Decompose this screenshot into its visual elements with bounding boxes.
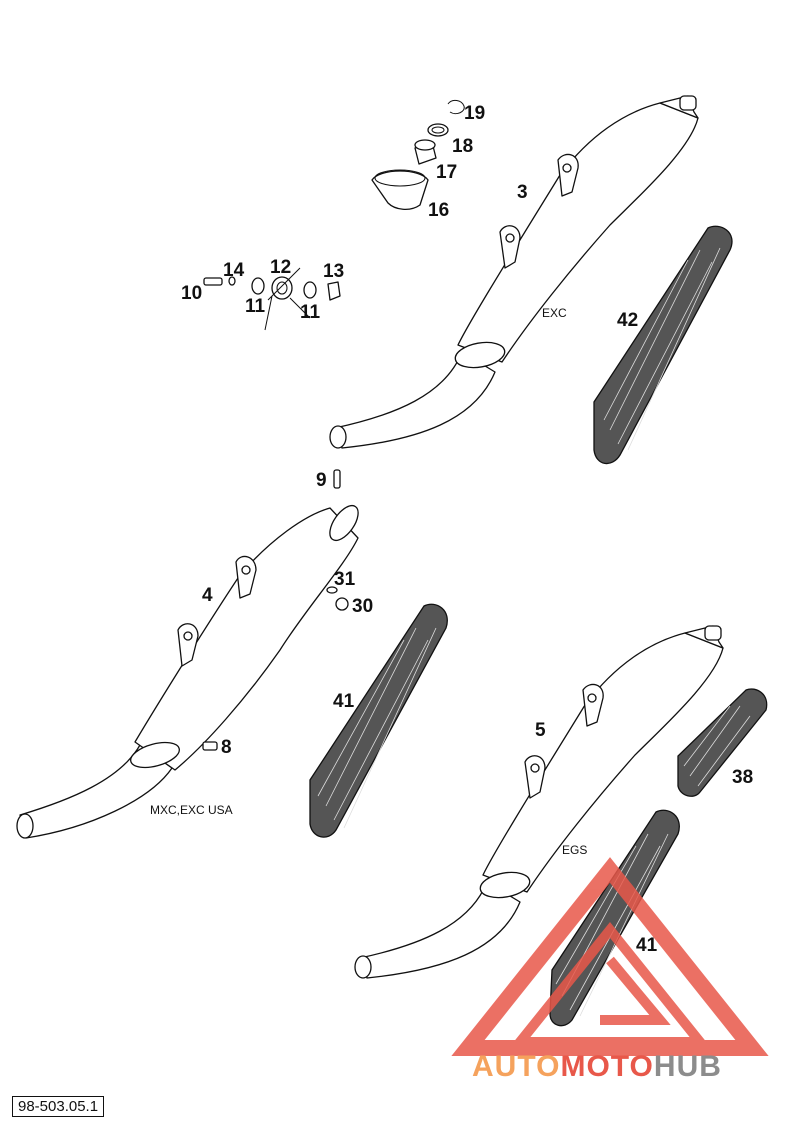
callout-11-left: 11 [245, 296, 266, 317]
heat-shield-41-middle [309, 603, 448, 838]
callout-13: 13 [323, 261, 344, 282]
heat-shield-42 [593, 225, 733, 465]
muffler-mxc [16, 469, 359, 839]
seal-parts [371, 99, 465, 210]
callout-41-bottom: 41 [636, 935, 658, 956]
variant-label-egs: EGS [562, 843, 587, 857]
heat-shield-38 [677, 688, 768, 797]
callout-11-right: 11 [300, 302, 321, 323]
callout-3: 3 [517, 182, 528, 203]
watermark-part-auto: AUTO [472, 1050, 560, 1083]
callout-31: 31 [334, 569, 356, 590]
automotohub-logo [451, 857, 769, 1056]
callout-9: 9 [316, 470, 327, 491]
watermark-text: AUTOMOTOHUB [472, 1050, 722, 1083]
callout-30: 30 [352, 596, 373, 617]
callout-5: 5 [535, 720, 546, 741]
muffler-exc [329, 95, 699, 449]
callout-42: 42 [617, 310, 638, 331]
callout-18: 18 [452, 136, 473, 157]
variant-label-mxc: MXC,EXC USA [150, 803, 233, 817]
callout-38: 38 [732, 767, 753, 788]
callout-17: 17 [436, 162, 457, 183]
callout-10: 10 [181, 283, 202, 304]
mounting-hardware [203, 267, 341, 331]
callout-12: 12 [270, 257, 291, 278]
callout-4: 4 [202, 585, 213, 606]
callout-14: 14 [223, 260, 245, 281]
callout-8: 8 [221, 737, 232, 758]
callout-16: 16 [428, 200, 449, 221]
callout-41-middle: 41 [333, 691, 355, 712]
muffler-egs [354, 625, 724, 979]
watermark-part-moto: MOTO [560, 1050, 653, 1083]
watermark-part-hub: HUB [654, 1050, 722, 1083]
document-number: 98-503.05.1 [12, 1096, 105, 1117]
variant-label-exc: EXC [542, 306, 567, 320]
callout-19: 19 [464, 103, 485, 124]
